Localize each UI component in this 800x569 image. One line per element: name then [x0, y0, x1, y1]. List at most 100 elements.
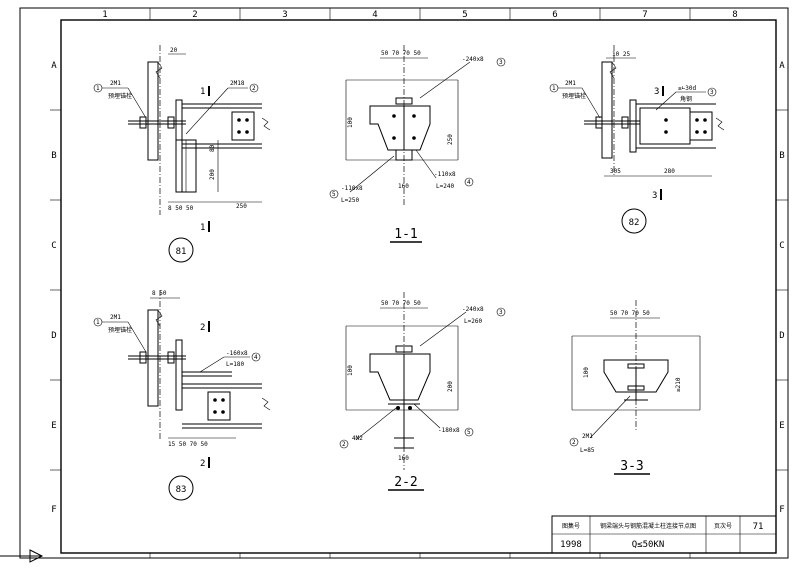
- s11-m-top: 3: [499, 59, 503, 66]
- row-label: A: [779, 61, 785, 71]
- d82-dim-top: 10 25: [612, 51, 630, 58]
- row-label: D: [51, 331, 56, 341]
- s11-dim-160: 160: [398, 183, 409, 190]
- sheet-frame: [0, 7, 789, 563]
- s22-m-top: 3: [499, 309, 503, 316]
- title-text: 钢梁端头与钢筋混凝土柱连接节点图: [600, 522, 696, 530]
- d83-section-top: 2: [200, 323, 205, 333]
- s11-m-left: 5: [332, 191, 336, 198]
- detail-82: 10 25 305 280 1 2M1 预埋锚栓 ≥∟30d 角钢 3 3 3 …: [549, 45, 725, 234]
- detail-81: 20 80 200 8 50 50 250 1 2M1 预埋锚栓 2 2M18 …: [93, 45, 271, 263]
- d82-bolt-note: 预埋锚栓: [562, 92, 586, 100]
- d82-bolt-top: 2M1: [565, 80, 576, 87]
- s11-dim-100: 100: [347, 117, 354, 128]
- col-label: 1: [102, 10, 107, 20]
- title-year: 1998: [560, 540, 582, 550]
- s11-plate-right: -110x8: [434, 171, 456, 178]
- s22-plate-right: -180x8: [438, 427, 460, 434]
- title-atlas-label: 图集号: [562, 522, 580, 530]
- row-label: E: [779, 421, 784, 431]
- s22-bolt: 4M2: [352, 435, 363, 442]
- col-label: 7: [642, 10, 647, 20]
- d83-bolt-top: 2M1: [110, 314, 121, 321]
- section-1-1: 50 70 70 50 100 250 160 -240x8 3 5 -110x…: [329, 45, 506, 243]
- d83-bolt-note: 预埋锚栓: [108, 326, 132, 334]
- col-label: 4: [372, 10, 377, 20]
- d83-id: 83: [176, 485, 187, 495]
- title-page-value: 71: [753, 522, 764, 532]
- detail-83: 8 50 15 50 70 50 1 2M1 预埋锚栓 -160x8 L=180…: [93, 290, 271, 501]
- s11-m-right: 4: [467, 179, 471, 186]
- d81-marker-2: 2: [252, 85, 256, 92]
- col-label: 3: [282, 10, 287, 20]
- d81-marker-1: 1: [96, 85, 100, 92]
- col-label: 2: [192, 10, 197, 20]
- d83-dim-bottom: 15 50 70 50: [168, 441, 208, 448]
- s22-dim-200: 200: [447, 381, 454, 392]
- d83-marker-1: 1: [96, 319, 100, 326]
- row-label: B: [779, 151, 784, 161]
- s22-dim-100: 100: [347, 365, 354, 376]
- d82-section-top: 3: [654, 87, 659, 97]
- d83-marker-4: 4: [254, 354, 258, 361]
- s11-label: 1-1: [394, 227, 417, 242]
- s22-top-len: L=260: [464, 318, 482, 325]
- s22-dim-160: 160: [398, 455, 409, 462]
- col-label: 6: [552, 10, 557, 20]
- s33-m-bolt: 2: [572, 439, 576, 446]
- s11-right-len: L=240: [436, 183, 454, 190]
- s33-dim-100: 100: [583, 367, 590, 378]
- s22-plate-top: -240x8: [462, 306, 484, 313]
- d83-plate: -160x8: [226, 350, 248, 357]
- s11-dim-250: 250: [447, 134, 454, 145]
- column-labels: 1 2 3 4 5 6 7 8: [102, 10, 737, 20]
- d81-dim-200: 200: [209, 169, 216, 180]
- d81-dim-80: 80: [209, 144, 216, 152]
- row-label: F: [779, 505, 784, 515]
- s33-bolt: 2M1: [582, 433, 593, 440]
- s11-plate-left: -110x8: [341, 185, 363, 192]
- d81-dim-250: 250: [236, 203, 247, 210]
- section-2-2: 50 70 70 50 100 200 160 -240x8 L=260 3 2…: [339, 292, 506, 491]
- d81-bolt-note: 预埋锚栓: [108, 92, 132, 100]
- col-label: 8: [732, 10, 737, 20]
- d82-marker-1: 1: [552, 85, 556, 92]
- d82-dim-305: 305: [610, 168, 621, 175]
- row-label: F: [51, 505, 56, 515]
- d81-section-top: 1: [200, 87, 205, 97]
- d83-plate-len: L=180: [226, 361, 244, 368]
- s11-plate-top: -240x8: [462, 56, 484, 63]
- d82-id: 82: [629, 218, 640, 228]
- section-3-3: 50 70 70 50 100 ≥210 2 2M1 L=85 3-3: [569, 300, 701, 475]
- s33-bolt-len: L=85: [580, 447, 595, 454]
- s33-dim-210: ≥210: [675, 377, 682, 392]
- row-label: E: [51, 421, 56, 431]
- row-label: D: [779, 331, 784, 341]
- d82-section-bottom: 3: [652, 191, 657, 201]
- row-label: C: [779, 241, 784, 251]
- title-block: 图集号 1998 钢梁端头与钢筋混凝土柱连接节点图 Q≤50KN 页次号 71: [551, 515, 777, 554]
- d81-bolt-side: 2M18: [230, 80, 245, 87]
- d83-dim-top: 8 50: [152, 290, 167, 297]
- d81-id: 81: [176, 247, 187, 257]
- s22-dims-top: 50 70 70 50: [381, 300, 421, 307]
- d82-dim-280: 280: [664, 168, 675, 175]
- d81-section-bottom: 1: [200, 223, 205, 233]
- s22-m-right: 5: [467, 429, 471, 436]
- s22-m-bolt: 2: [342, 441, 346, 448]
- row-label: A: [51, 61, 57, 71]
- d83-section-bottom: 2: [200, 459, 205, 469]
- s11-dims-top: 50 70 70 50: [381, 50, 421, 57]
- row-label: C: [51, 241, 56, 251]
- s22-label: 2-2: [394, 475, 417, 490]
- d82-marker-3: 3: [710, 89, 714, 96]
- d81-dim-top: 20: [170, 47, 178, 54]
- d81-dim-bottom: 8 50 50: [168, 205, 194, 212]
- row-label: B: [51, 151, 56, 161]
- col-label: 5: [462, 10, 467, 20]
- title-load: Q≤50KN: [632, 540, 665, 550]
- s33-label: 3-3: [620, 459, 643, 474]
- s11-left-len: L=250: [341, 197, 359, 204]
- d82-angle-note: 角钢: [680, 95, 692, 103]
